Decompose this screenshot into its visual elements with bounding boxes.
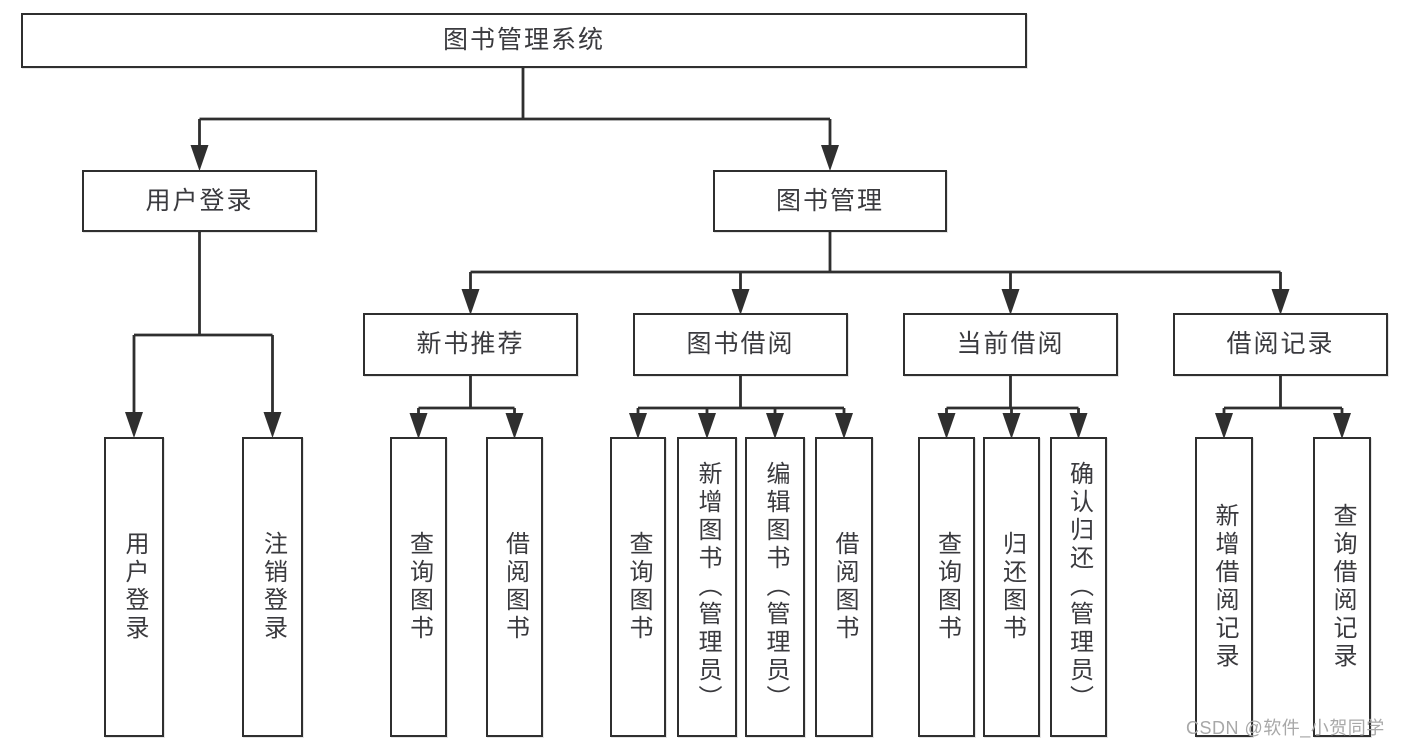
node-label: 新增借阅记录 xyxy=(1211,503,1238,671)
leaf-confirm-return-admin: 确认归还（管理员） xyxy=(1050,437,1107,737)
leaf-query-books: 查询图书 xyxy=(918,437,975,737)
node-new-book-recommend: 新书推荐 xyxy=(363,313,578,376)
node-label: 借阅图书 xyxy=(831,531,858,643)
node-label: 注销登录 xyxy=(259,531,287,643)
leaf-add-borrow-record: 新增借阅记录 xyxy=(1195,437,1253,737)
node-label: 新书推荐 xyxy=(416,330,525,358)
leaf-query-books: 查询图书 xyxy=(610,437,666,737)
node-label: 当前借阅 xyxy=(956,330,1065,358)
node-label: 查询借阅记录 xyxy=(1329,503,1356,671)
leaf-query-borrow-record: 查询借阅记录 xyxy=(1313,437,1371,737)
node-label: 确认归还（管理员） xyxy=(1065,461,1093,713)
node-label: 编辑图书（管理员） xyxy=(762,461,789,713)
node-label: 查询图书 xyxy=(933,531,961,643)
leaf-borrow-books: 借阅图书 xyxy=(815,437,873,737)
leaf-query-books: 查询图书 xyxy=(390,437,447,737)
node-label: 用户登录 xyxy=(145,186,254,215)
leaf-add-book-admin: 新增图书（管理员） xyxy=(677,437,737,737)
node-book-borrowing: 图书借阅 xyxy=(633,313,848,376)
node-label: 图书借阅 xyxy=(686,330,795,358)
node-borrowing-records: 借阅记录 xyxy=(1173,313,1388,376)
node-current-borrowing: 当前借阅 xyxy=(903,313,1118,376)
node-label: 用户登录 xyxy=(121,531,148,643)
node-label: 查询图书 xyxy=(625,531,652,643)
leaf-logout: 注销登录 xyxy=(242,437,303,737)
node-label: 新增图书（管理员） xyxy=(694,461,721,713)
node-label: 归还图书 xyxy=(998,531,1026,643)
leaf-return-books: 归还图书 xyxy=(983,437,1040,737)
leaf-borrow-books: 借阅图书 xyxy=(486,437,543,737)
node-book-management: 图书管理 xyxy=(713,170,947,232)
node-label: 查询图书 xyxy=(405,531,433,643)
node-label: 借阅记录 xyxy=(1226,330,1335,358)
leaf-edit-book-admin: 编辑图书（管理员） xyxy=(745,437,805,737)
node-label: 图书管理系统 xyxy=(442,26,605,54)
leaf-user-login: 用户登录 xyxy=(104,437,164,737)
csdn-watermark: CSDN @软件_小贺同学 xyxy=(1186,718,1385,738)
node-user-login: 用户登录 xyxy=(82,170,317,232)
node-library-management-system: 图书管理系统 xyxy=(21,13,1027,68)
node-label: 借阅图书 xyxy=(501,531,529,643)
node-label: 图书管理 xyxy=(775,186,884,215)
